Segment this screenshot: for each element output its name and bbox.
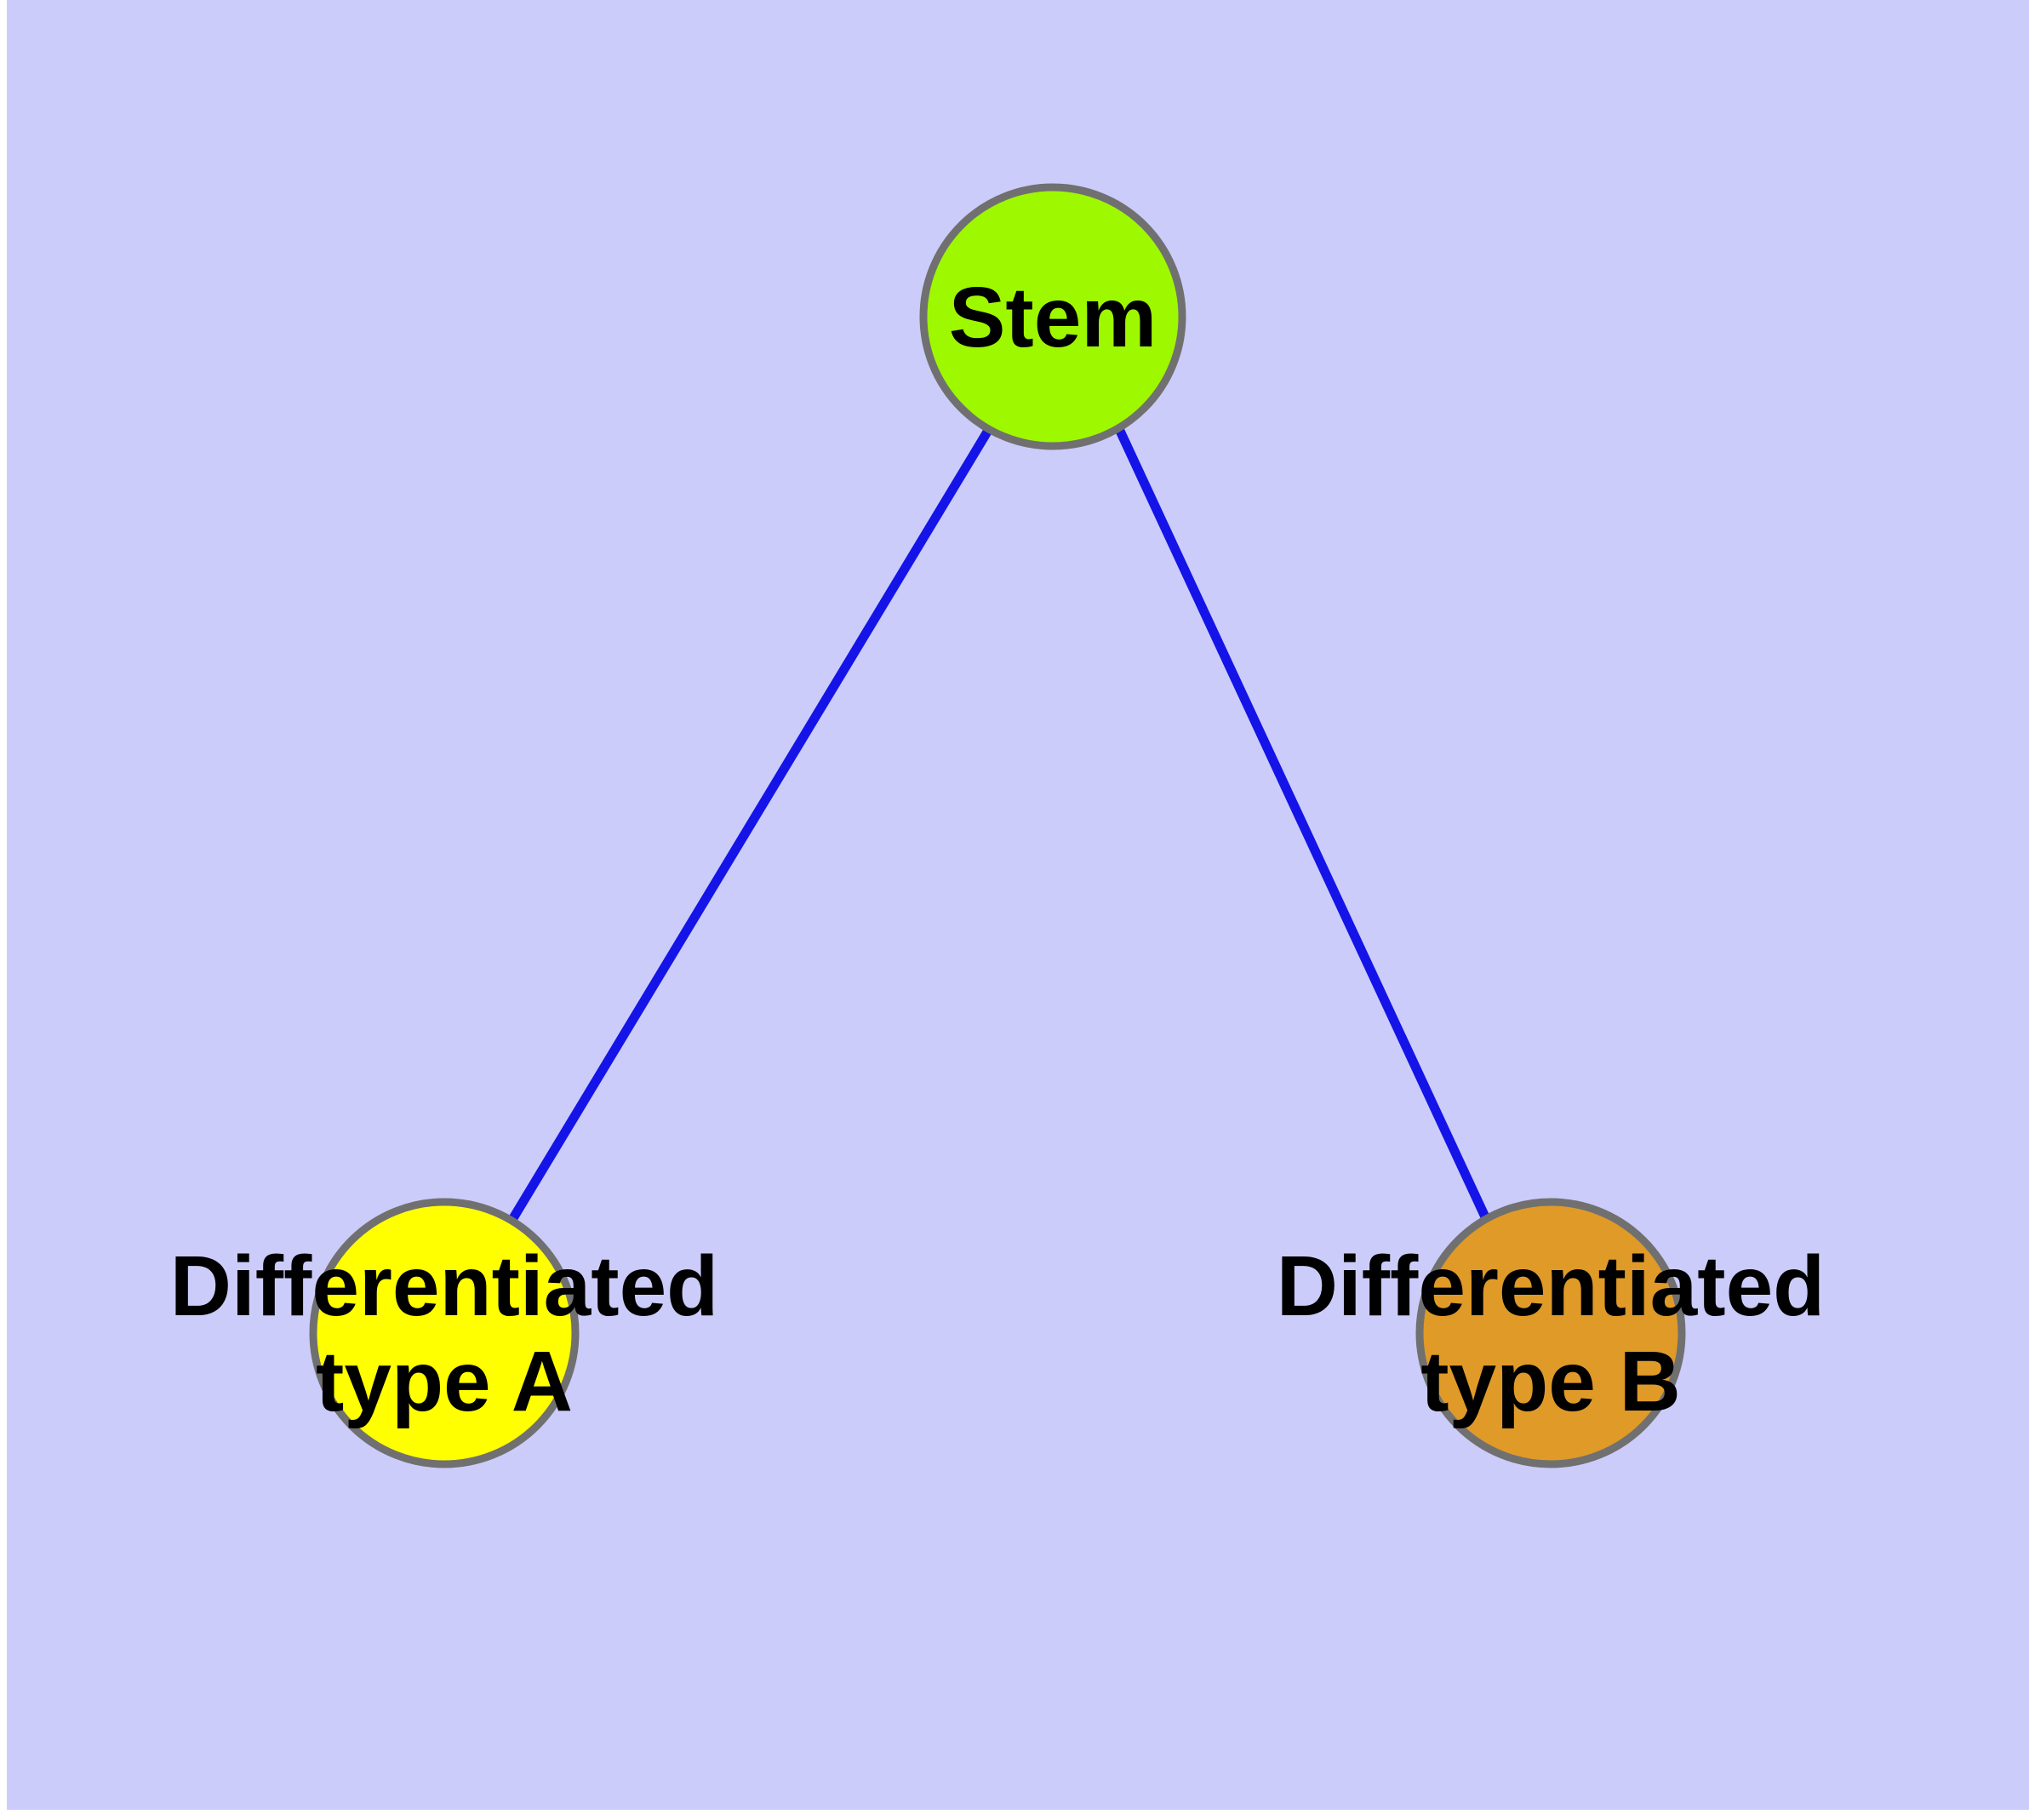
node-label-line: type B — [1420, 1334, 1681, 1429]
node-label-line: Differentiated — [1277, 1239, 1826, 1334]
node-diff-a[interactable] — [309, 1198, 580, 1468]
node-label-line: Differentiated — [170, 1239, 719, 1334]
edges-layer — [506, 426, 1492, 1225]
node-label-line: Stem — [949, 270, 1157, 365]
node-diff-b[interactable] — [1415, 1198, 1686, 1468]
node-label-line: type A — [316, 1334, 573, 1429]
node-label-stem: Stem — [949, 270, 1157, 365]
node-stem[interactable] — [919, 183, 1186, 450]
edge-stem-to-diff-a[interactable] — [506, 426, 993, 1225]
nodes-layer — [309, 183, 1686, 1468]
edge-stem-to-diff-b[interactable] — [1115, 426, 1492, 1225]
